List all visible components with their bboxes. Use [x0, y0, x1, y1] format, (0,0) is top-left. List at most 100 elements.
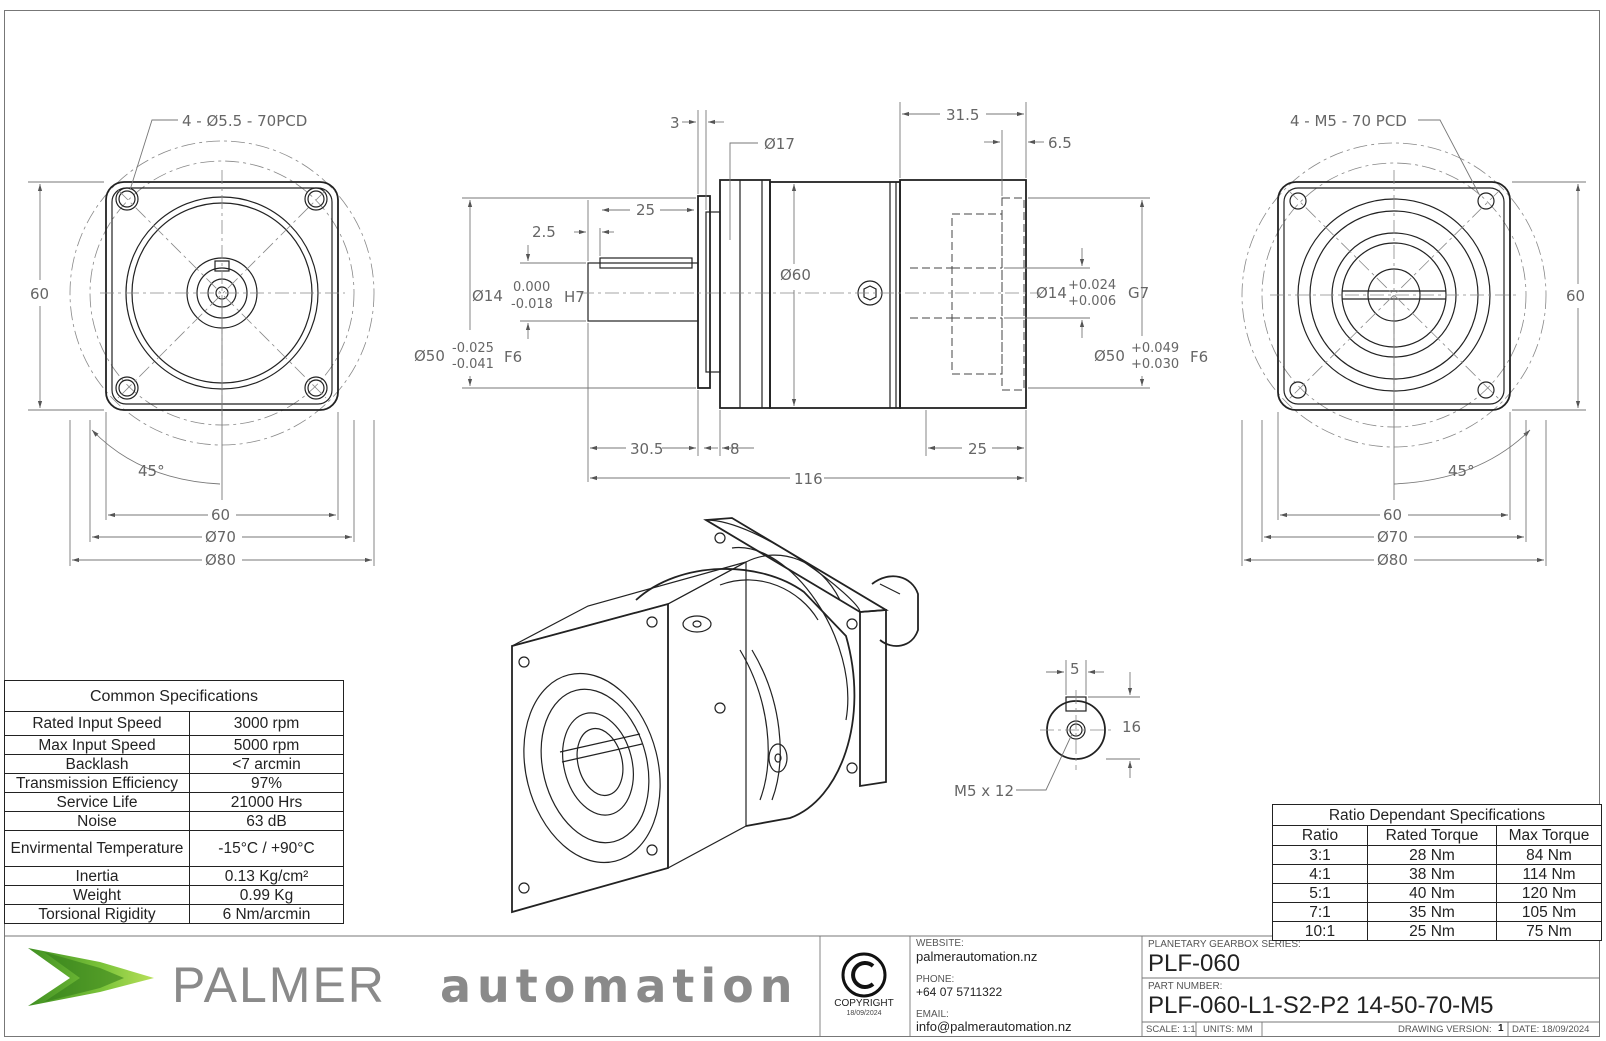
brand-word-palmer: PALMER	[172, 957, 386, 1013]
part-number-value: PLF-060-L1-S2-P2 14-50-70-M5	[1148, 992, 1494, 1019]
max-torque-col-header: Max Torque	[1496, 825, 1602, 846]
side-dim-d60: Ø60	[780, 266, 811, 284]
website-link[interactable]: palmerautomation.nz	[916, 949, 1038, 964]
rated-torque-cell: 38 Nm	[1367, 864, 1497, 884]
right-outer-dim: Ø80	[1377, 551, 1408, 569]
left-width-dim: 60	[211, 506, 230, 524]
ratio-specs-title: Ratio Dependant Specifications	[1272, 804, 1602, 826]
rated-torque-cell: 35 Nm	[1367, 902, 1497, 922]
rated-torque-cell: 40 Nm	[1367, 883, 1497, 903]
rated-torque-cell: 25 Nm	[1367, 921, 1497, 941]
table-row: Backlash<7 arcmin	[4, 754, 344, 774]
spec-value: 63 dB	[189, 811, 344, 831]
bore-tol-upper: +0.024	[1068, 278, 1116, 293]
side-dim-d17: Ø17	[764, 135, 795, 153]
drawing-sheet	[4, 10, 1600, 1037]
spec-label: Torsional Rigidity	[4, 904, 190, 924]
side-dim-25-top: 25	[636, 201, 655, 219]
part-number-label: PART NUMBER:	[1148, 981, 1223, 992]
side-dim-31-5: 31.5	[946, 106, 979, 124]
shaft-key-detail	[1016, 660, 1140, 791]
website-label: WEBSITE:	[916, 938, 964, 949]
key-dim-16: 16	[1122, 718, 1141, 736]
max-torque-cell: 75 Nm	[1496, 921, 1602, 941]
brand-word-automation: automation	[440, 959, 798, 1013]
key-dim-5: 5	[1070, 660, 1080, 678]
bore-tol-lower: +0.006	[1068, 294, 1116, 309]
left-angle-dim: 45°	[138, 462, 165, 480]
right-end-view	[1241, 119, 1586, 566]
spec-value: 0.99 Kg	[189, 885, 344, 905]
phone-label: PHONE:	[916, 974, 955, 985]
spec-value: <7 arcmin	[189, 754, 344, 774]
spec-label: Max Input Speed	[4, 735, 190, 755]
spec-label: Service Life	[4, 792, 190, 812]
units-value: UNITS: MM	[1203, 1024, 1253, 1035]
copyright-icon	[841, 952, 887, 998]
spec-value: 6 Nm/arcmin	[189, 904, 344, 924]
ratio-cell: 3:1	[1272, 845, 1368, 865]
spec-label: Inertia	[4, 866, 190, 886]
spec-value: 3000 rpm	[189, 711, 344, 736]
scale-value: SCALE: 1:1	[1146, 1024, 1196, 1035]
copyright-date: 18/09/2024	[846, 1010, 881, 1017]
side-view	[462, 102, 1150, 482]
left-pcd-dim: Ø70	[205, 528, 236, 546]
spec-label: Noise	[4, 811, 190, 831]
right-width-dim: 60	[1383, 506, 1402, 524]
bore-fit: G7	[1128, 284, 1149, 302]
side-dim-3: 3	[670, 114, 680, 132]
side-dim-25-bottom: 25	[968, 440, 987, 458]
series-value: PLF-060	[1148, 950, 1241, 977]
rated-torque-col-header: Rated Torque	[1367, 825, 1497, 846]
ratio-col-header: Ratio	[1272, 825, 1368, 846]
shaft-dia: Ø14	[472, 287, 503, 305]
spec-value: 97%	[189, 773, 344, 793]
max-torque-cell: 84 Nm	[1496, 845, 1602, 865]
out-spigot-tol-upper: +0.049	[1131, 341, 1179, 356]
shaft-tol-upper: 0.000	[513, 280, 550, 295]
spec-label: Rated Input Speed	[4, 711, 190, 736]
left-end-view	[28, 119, 375, 566]
right-angle-dim: 45°	[1448, 462, 1475, 480]
spec-label: Weight	[4, 885, 190, 905]
spec-value: 0.13 Kg/cm²	[189, 866, 344, 886]
common-specs-title: Common Specifications	[4, 680, 344, 712]
spigot-fit: F6	[504, 348, 522, 366]
left-holes-callout: 4 - Ø5.5 - 70PCD	[182, 112, 307, 130]
ratio-cell: 4:1	[1272, 864, 1368, 884]
max-torque-cell: 120 Nm	[1496, 883, 1602, 903]
date-value: DATE: 18/09/2024	[1512, 1024, 1590, 1035]
left-outer-dim: Ø80	[205, 551, 236, 569]
ratio-cell: 5:1	[1272, 883, 1368, 903]
drawing-version-label: DRAWING VERSION:	[1398, 1024, 1492, 1035]
ratio-specs-table: Ratio Dependant Specifications Ratio Rat…	[1272, 804, 1602, 941]
max-torque-cell: 114 Nm	[1496, 864, 1602, 884]
spec-label: Backlash	[4, 754, 190, 774]
spec-value: -15°C / +90°C	[189, 830, 344, 867]
series-label: PLANETARY GEARBOX SERIES:	[1148, 939, 1301, 950]
side-dim-6-5: 6.5	[1048, 134, 1072, 152]
bore-dia: Ø14	[1036, 284, 1067, 302]
spec-value: 5000 rpm	[189, 735, 344, 755]
email-link[interactable]: info@palmerautomation.nz	[916, 1019, 1072, 1034]
out-spigot-dia: Ø50	[1094, 347, 1125, 365]
spigot-dia: Ø50	[414, 347, 445, 365]
spigot-tol-lower: -0.041	[452, 357, 494, 372]
spec-value: 21000 Hrs	[189, 792, 344, 812]
drawing-version-value: 1	[1498, 1023, 1504, 1034]
spec-label: Transmission Efficiency	[4, 773, 190, 793]
side-dim-2-5: 2.5	[532, 223, 556, 241]
email-label: EMAIL:	[916, 1009, 949, 1020]
shaft-tol-lower: -0.018	[511, 297, 553, 312]
shaft-fit: H7	[564, 288, 585, 306]
